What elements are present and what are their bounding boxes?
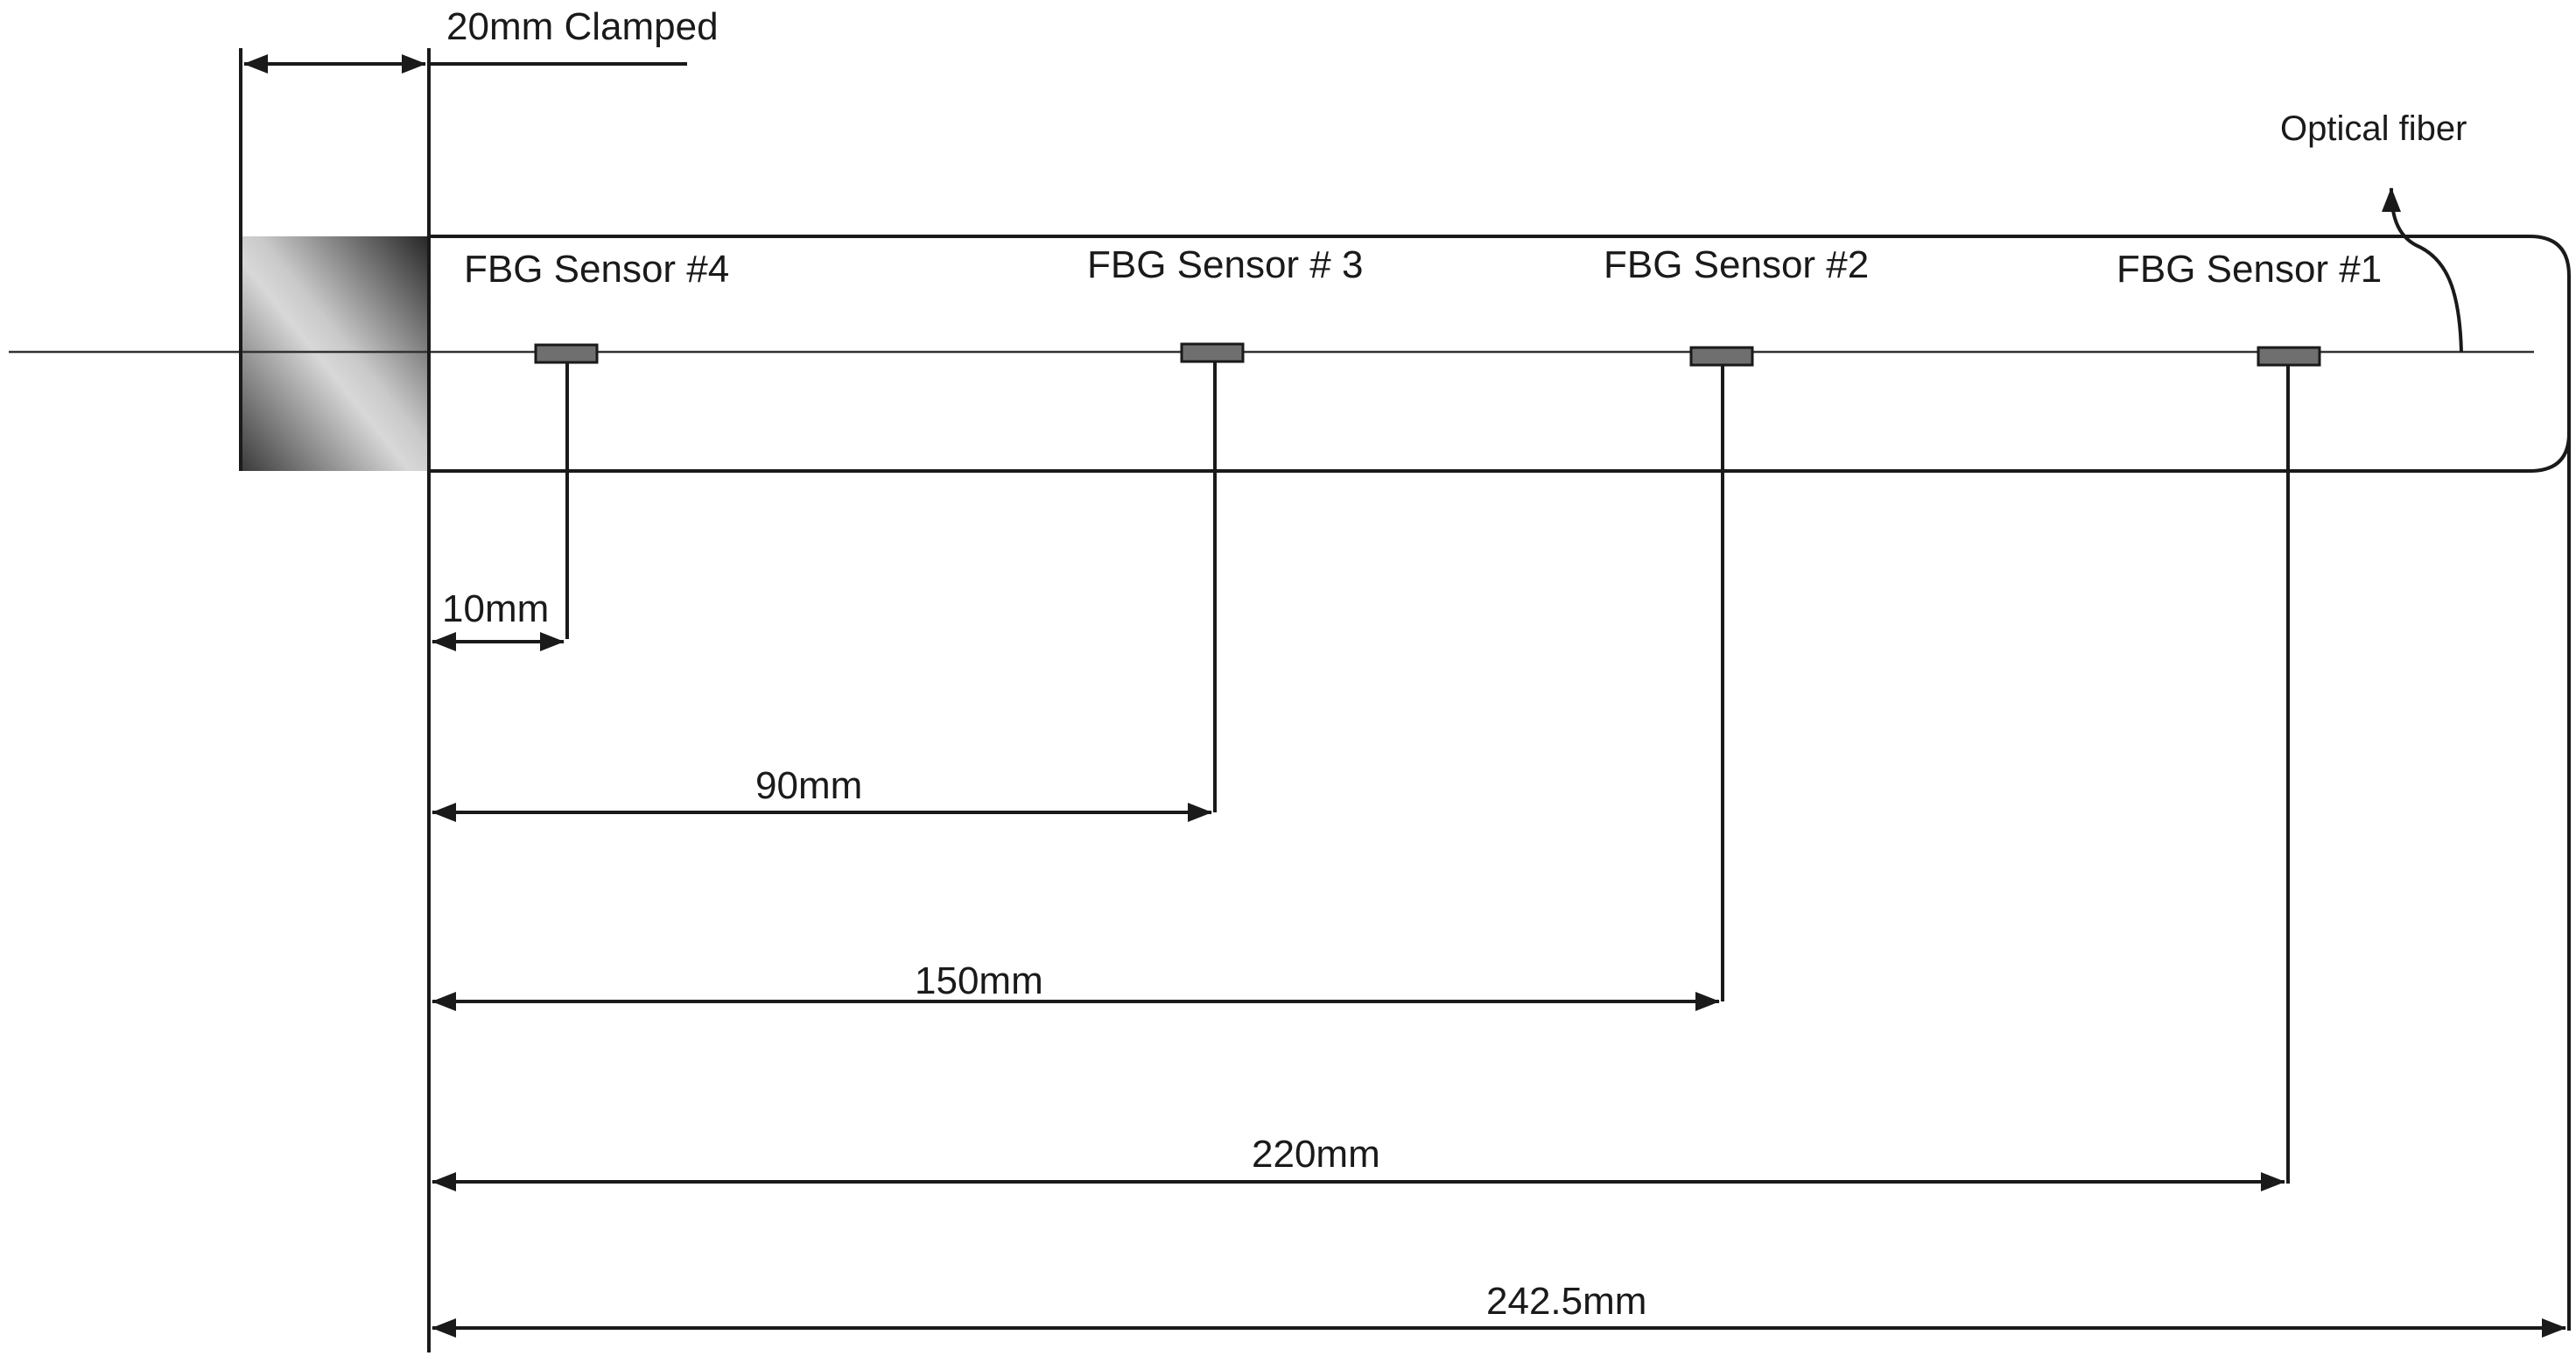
dim-label-10mm: 10mm xyxy=(442,587,549,630)
fbg-sensor-2 xyxy=(1689,346,1754,367)
dim-label-242-5mm: 242.5mm xyxy=(1486,1280,1646,1323)
fbg-sensor-1 xyxy=(2257,346,2321,367)
clamp-label: 20mm Clamped xyxy=(446,5,719,48)
dim-label-90mm: 90mm xyxy=(755,764,862,807)
clamp-block xyxy=(241,236,429,471)
sensor-label-2: FBG Sensor #2 xyxy=(1604,243,1869,286)
optical-fiber-label: Optical fiber xyxy=(2280,109,2467,148)
sensor-label-4: FBG Sensor #4 xyxy=(464,248,729,291)
fbg-sensor-4 xyxy=(534,343,599,364)
sensor-label-1: FBG Sensor #1 xyxy=(2116,248,2382,291)
optical-fiber-pointer-arrow xyxy=(2382,187,2463,353)
cantilever-beam xyxy=(429,235,2571,473)
dim-label-150mm: 150mm xyxy=(915,959,1043,1002)
fbg-sensor-3 xyxy=(1180,342,1245,363)
sensor-label-3: FBG Sensor # 3 xyxy=(1087,243,1363,286)
dim-label-220mm: 220mm xyxy=(1252,1133,1380,1176)
